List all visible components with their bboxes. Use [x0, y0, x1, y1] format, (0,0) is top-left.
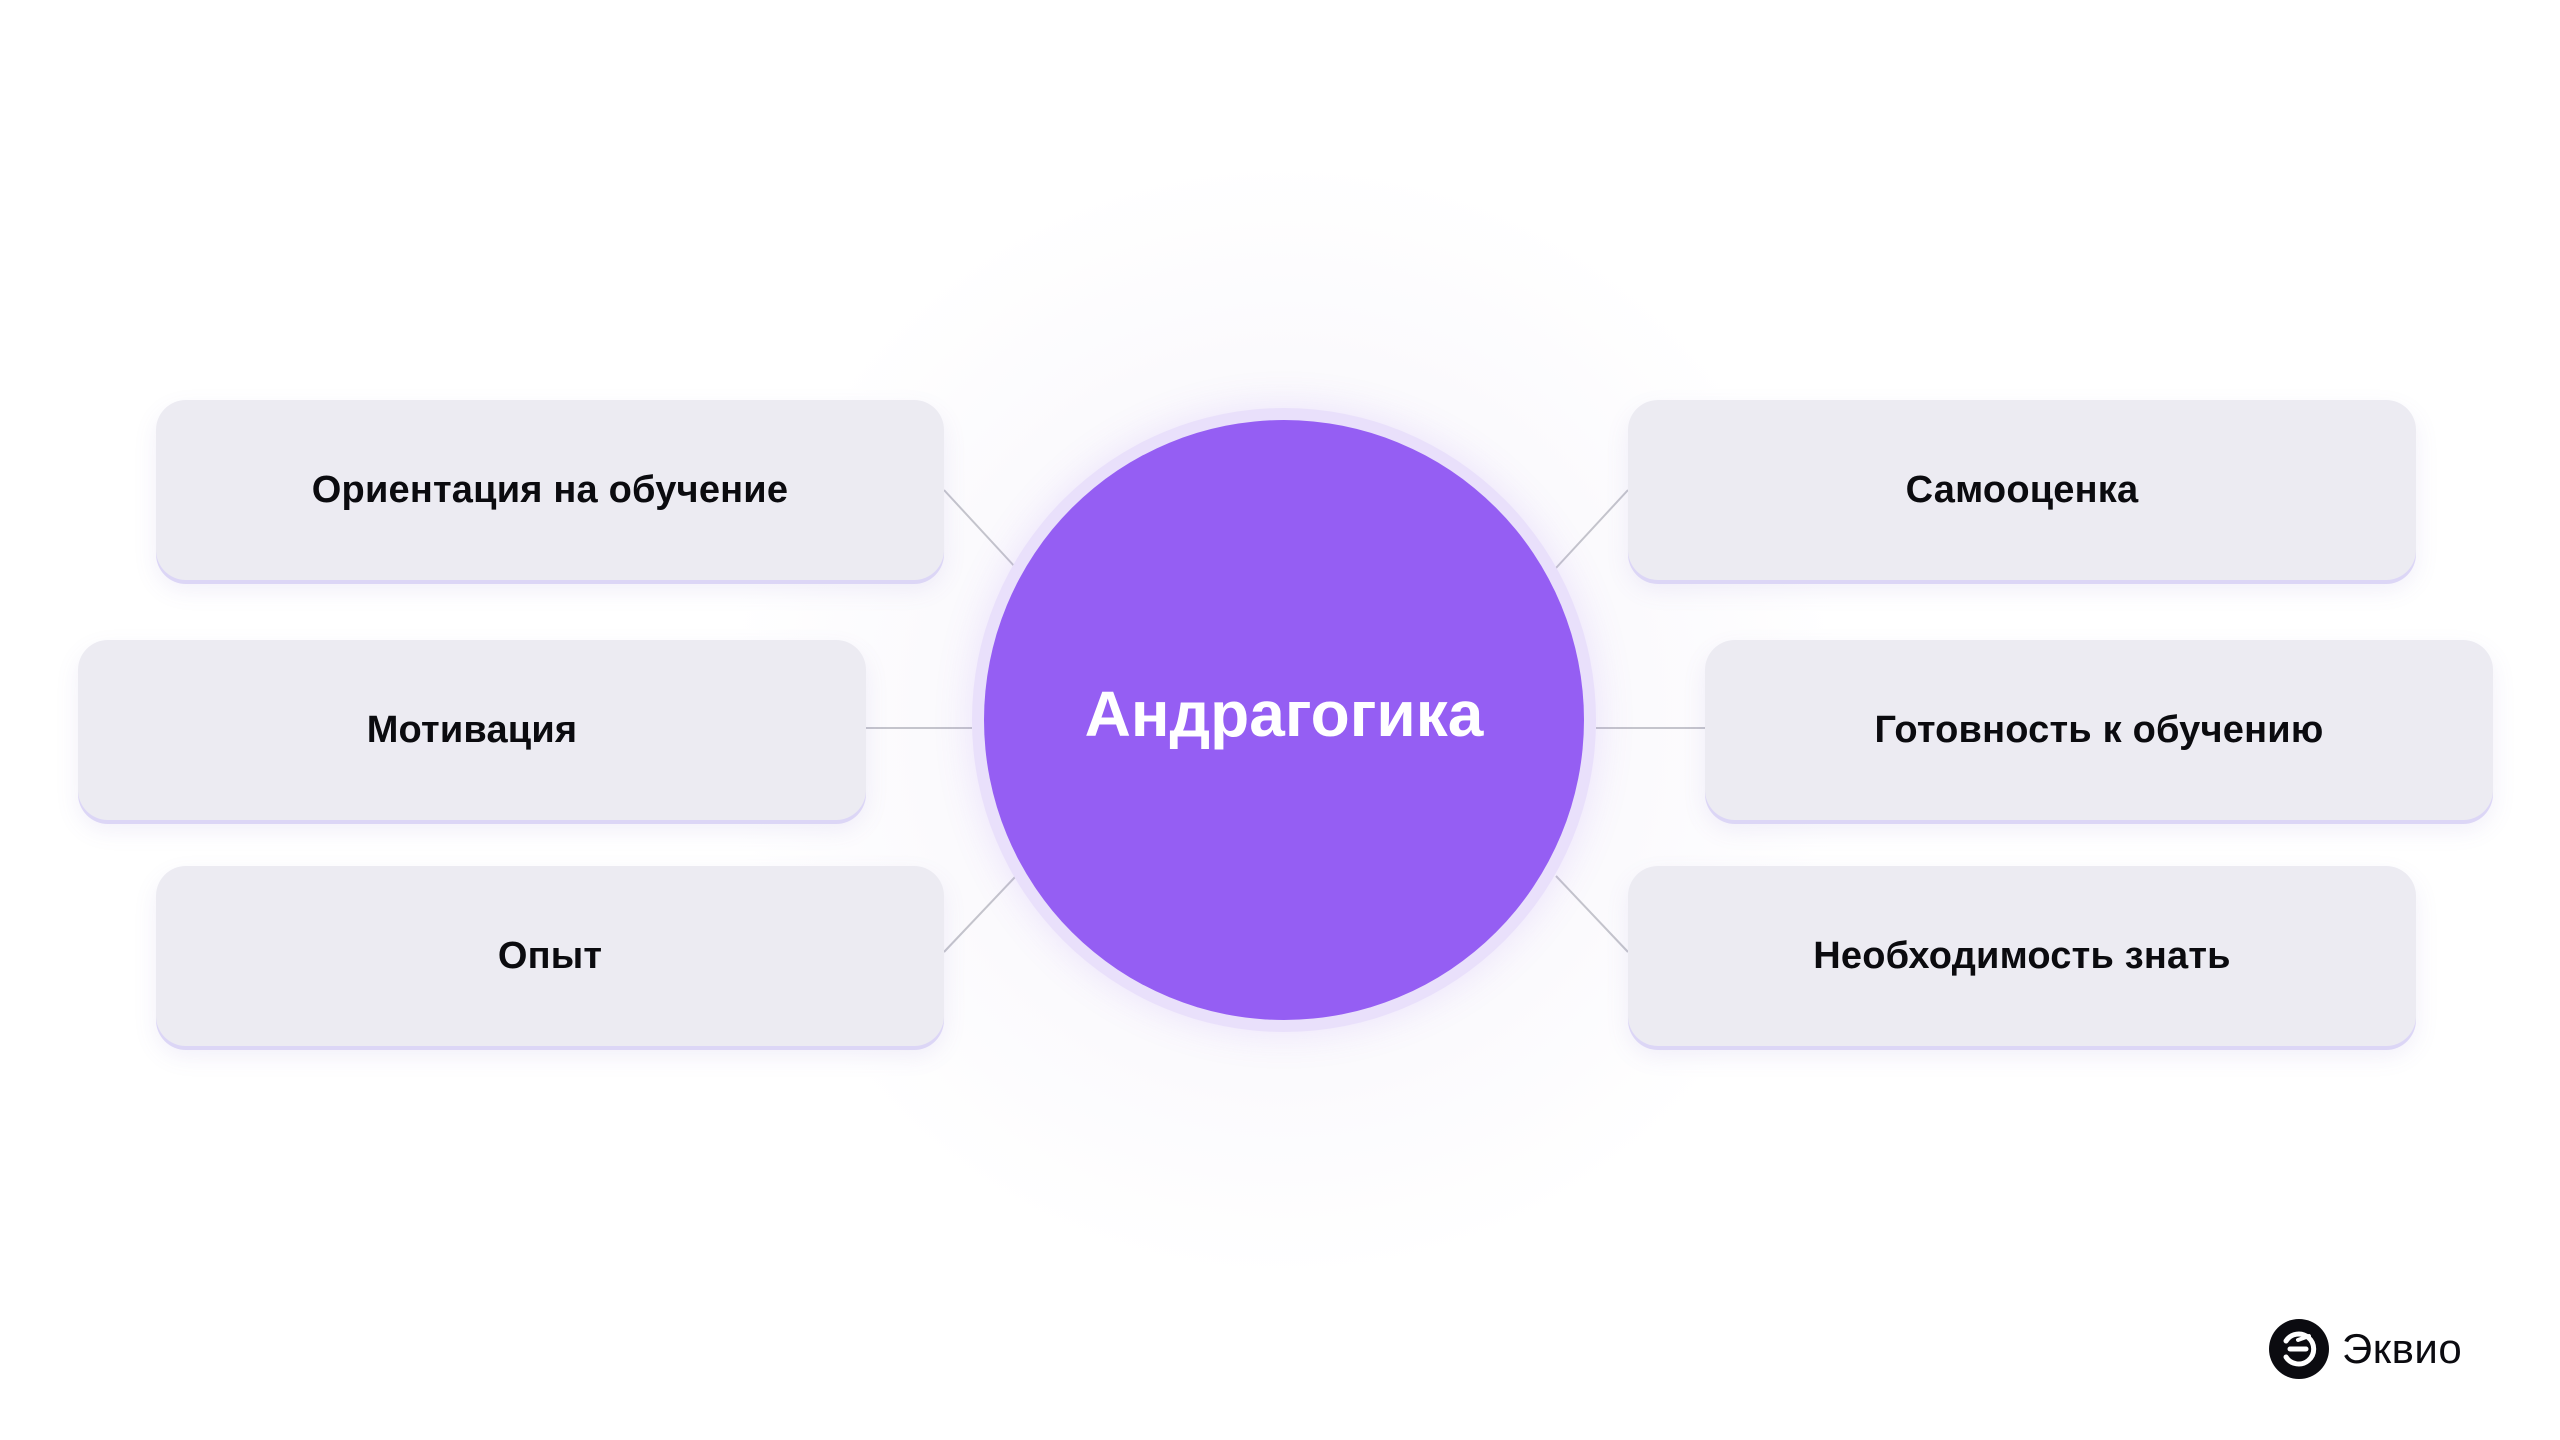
connector-self — [1555, 489, 1629, 569]
node-label: Опыт — [497, 934, 603, 977]
connector-experience — [943, 875, 1017, 953]
center-circle: Андрагогика — [984, 420, 1584, 1020]
node-need-to-know: Необходимость знать — [1628, 866, 2416, 1046]
brand-name: Эквио — [2342, 1325, 2463, 1372]
node-label: Самооценка — [1905, 468, 2139, 511]
node-label: Мотивация — [366, 708, 578, 751]
connector-orientation — [943, 489, 1017, 569]
node-readiness: Готовность к обучению — [1705, 640, 2493, 820]
node-orientation: Ориентация на обучение — [156, 400, 944, 580]
connector-need — [1555, 875, 1629, 953]
node-self-esteem: Самооценка — [1628, 400, 2416, 580]
node-label: Готовность к обучению — [1874, 708, 2324, 751]
center-label: Андрагогика — [1084, 678, 1484, 750]
node-label: Ориентация на обучение — [311, 468, 789, 511]
node-motivation: Мотивация — [78, 640, 866, 820]
brand-logo: Эквио — [2268, 1318, 2462, 1380]
node-label: Необходимость знать — [1813, 934, 2231, 977]
node-experience: Опыт — [156, 866, 944, 1046]
eqvio-logo-icon — [2269, 1319, 2329, 1379]
